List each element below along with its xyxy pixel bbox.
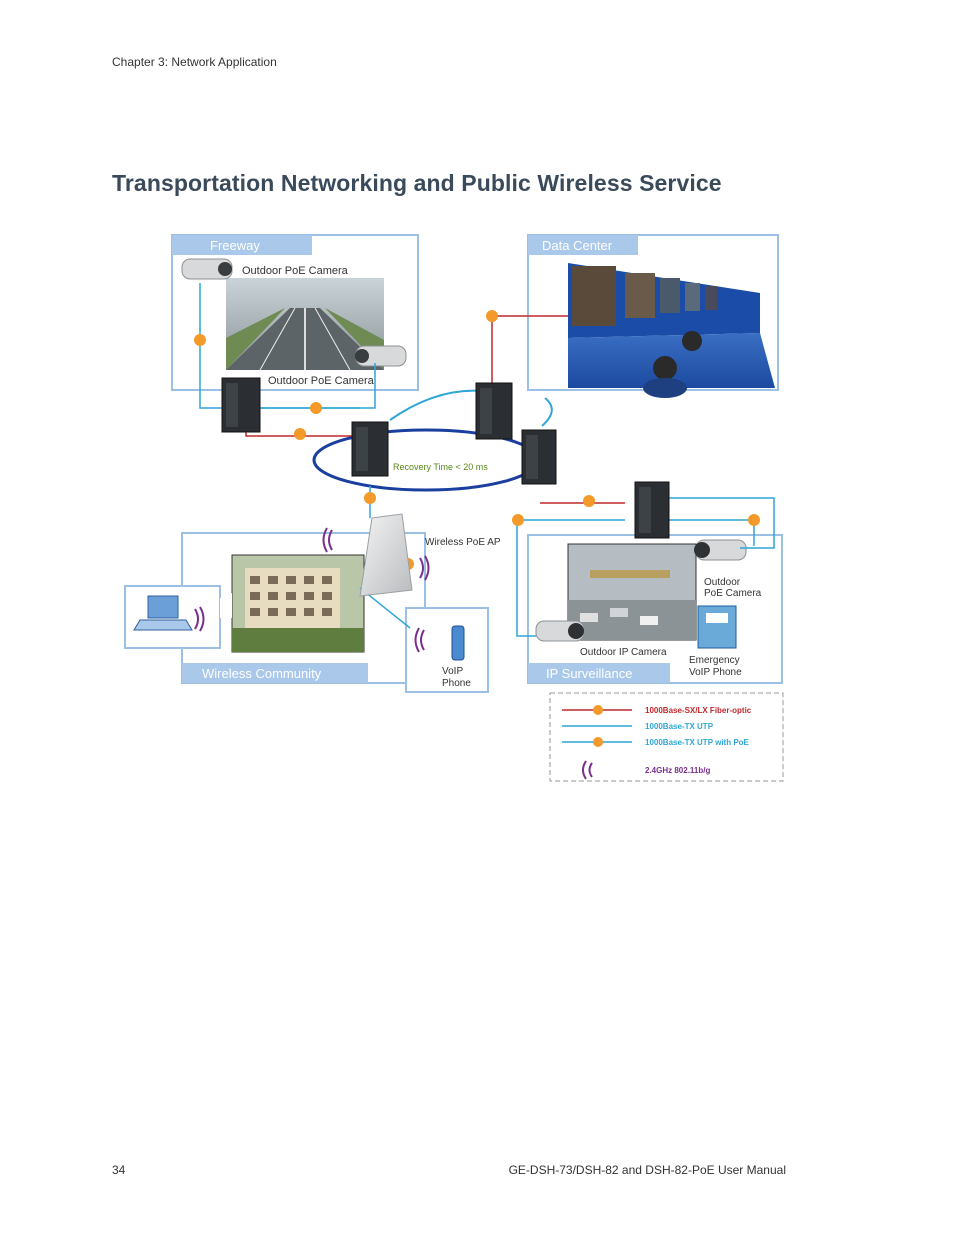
outdoor-poe-camera-bottom: [355, 345, 407, 367]
outdoor-ip-camera: [535, 620, 585, 642]
voip-phone-icon: [451, 625, 465, 661]
legend-utp-poe: 1000Base-TX UTP with PoE: [645, 738, 750, 747]
outdoor-poe-camera-top: [181, 258, 233, 280]
manual-title: GE-DSH-73/DSH-82 and DSH-82-PoE User Man…: [508, 1163, 786, 1177]
legend-wifi: 2.4GHz 802.11b/g: [645, 766, 710, 775]
outdoor-poe-camera-label-1: Outdoor PoE Camera: [242, 265, 349, 277]
section-title: Transportation Networking and Public Wir…: [112, 170, 722, 196]
switch-freeway: [221, 377, 261, 433]
switch-surveillance: [634, 481, 670, 539]
outdoor-cam-label-a: Outdoor: [704, 577, 741, 588]
outdoor-poe-camera-label-2: Outdoor PoE Camera: [268, 375, 375, 387]
switch-core-top: [475, 382, 513, 440]
recovery-time-label: Recovery Time < 20 ms: [393, 462, 488, 472]
outdoor-ip-camera-label: Outdoor IP Camera: [580, 647, 667, 658]
data-center-panel: Data Center: [527, 234, 779, 398]
wifi-signal-icons: [194, 527, 430, 653]
network-diagram: Freeway Outdoor PoE Camera Outdoor PoE C…: [120, 228, 790, 783]
laptop-icon: [133, 595, 193, 631]
emergency-phone-icon: [697, 605, 737, 649]
outdoor-poe-camera-surv: [694, 539, 747, 561]
ip-surveillance-label: IP Surveillance: [546, 666, 632, 681]
emergency-label-1: Emergency: [689, 655, 740, 666]
page-number: 34: [112, 1163, 126, 1177]
outdoor-cam-label-b: PoE Camera: [704, 588, 762, 599]
legend-utp: 1000Base-TX UTP: [645, 722, 714, 731]
diagram-legend: 1000Base-SX/LX Fiber-optic 1000Base-TX U…: [549, 692, 784, 782]
data-center-label: Data Center: [542, 238, 613, 253]
ip-surveillance-panel: IP Surveillance Outdoor PoE Camera Outdo…: [527, 534, 783, 684]
emergency-label-2: VoIP Phone: [689, 667, 742, 678]
freeway-label: Freeway: [210, 238, 260, 253]
wireless-poe-ap-label: Wireless PoE AP: [425, 537, 501, 548]
chapter-header: Chapter 3: Network Application: [112, 55, 277, 69]
freeway-panel: Freeway Outdoor PoE Camera Outdoor PoE C…: [171, 234, 419, 391]
switch-core-left: [351, 421, 389, 477]
wireless-poe-ap: [359, 513, 413, 597]
wireless-community-panel: Wireless Community VoIP Phone: [124, 532, 489, 693]
legend-fiber: 1000Base-SX/LX Fiber-optic: [645, 706, 752, 715]
voip-phone-label-2: Phone: [442, 678, 471, 689]
voip-phone-label-1: VoIP: [442, 666, 463, 677]
switch-core-right: [521, 429, 557, 485]
wireless-community-label: Wireless Community: [202, 666, 322, 681]
